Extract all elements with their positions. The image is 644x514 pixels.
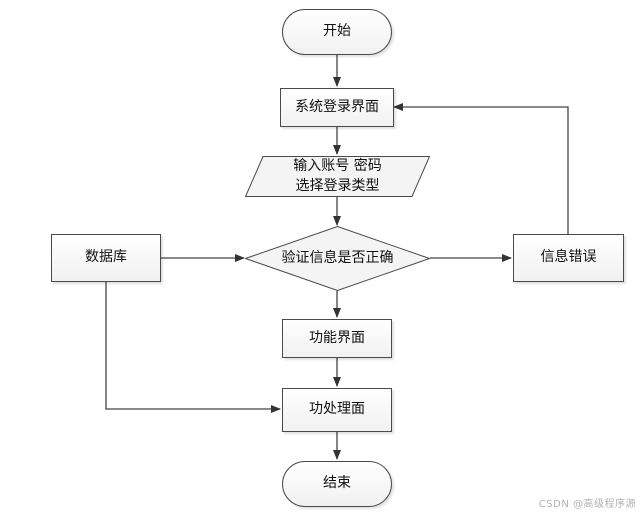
error-label: 信息错误 xyxy=(540,249,597,266)
process-ui-box: 功处理面 xyxy=(282,388,392,432)
database-box: 数据库 xyxy=(51,234,161,282)
error-box: 信息错误 xyxy=(513,234,624,282)
verify-label: 验证信息是否正确 xyxy=(281,249,394,266)
start-label: 开始 xyxy=(323,23,351,40)
input-shape xyxy=(245,156,430,197)
database-label: 数据库 xyxy=(85,249,127,266)
input-label-line2: 选择登录类型 xyxy=(295,177,380,194)
start-terminal: 开始 xyxy=(282,9,392,55)
end-terminal: 结束 xyxy=(282,461,392,507)
verify-decision: 验证信息是否正确 xyxy=(245,226,430,291)
login-ui-box: 系统登录界面 xyxy=(280,88,394,127)
input-parallelogram: 输入账号 密码 选择登录类型 xyxy=(245,156,430,197)
process-ui-label: 功处理面 xyxy=(309,401,365,418)
login-ui-label: 系统登录界面 xyxy=(295,98,379,115)
watermark: CSDN @高级程序源 xyxy=(538,499,636,510)
function-ui-box: 功能界面 xyxy=(282,319,392,358)
edge-database-to-process xyxy=(105,282,281,413)
end-label: 结束 xyxy=(323,475,351,492)
input-label-line1: 输入账号 密码 xyxy=(293,157,382,174)
decision-shape xyxy=(245,226,430,291)
edge-error-to-login xyxy=(393,103,569,234)
function-ui-label: 功能界面 xyxy=(309,329,365,346)
